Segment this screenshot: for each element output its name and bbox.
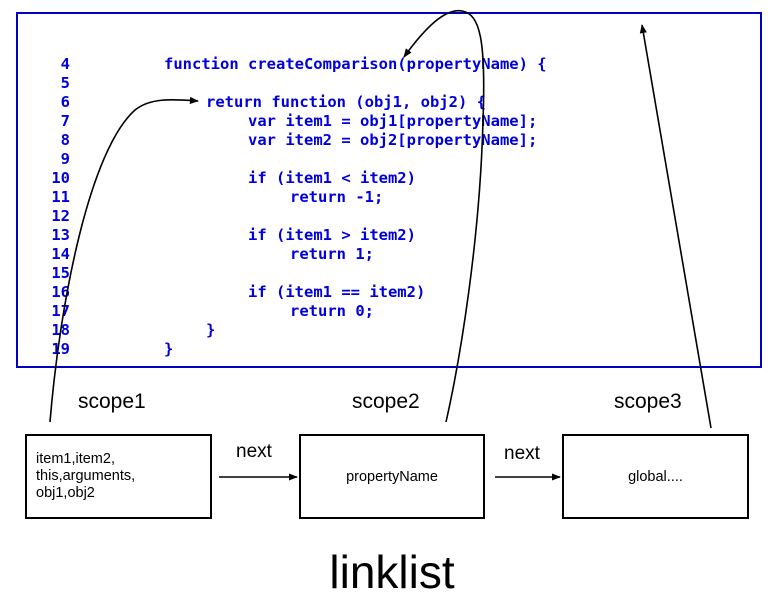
scope1-node: item1,item2, this,arguments, obj1,obj2 (25, 434, 212, 519)
code-line: 18 } (0, 321, 760, 340)
code-line: 9 (0, 150, 760, 169)
code-line: 11 return -1; (0, 188, 760, 207)
line-number: 10 (51, 169, 70, 187)
line-text: if (item1 < item2) (248, 169, 416, 187)
line-text: return 1; (290, 245, 374, 263)
scope1-var-line: this,arguments, (36, 468, 136, 484)
line-number: 11 (51, 188, 70, 206)
line-text: function createComparison(propertyName) … (164, 55, 547, 73)
line-number: 17 (51, 302, 70, 320)
line-text: return function (obj1, obj2) { (206, 93, 486, 111)
scope3-node: global.... (562, 434, 749, 519)
line-number: 15 (51, 264, 70, 282)
code-line: 15 (0, 264, 760, 283)
line-number: 9 (60, 150, 70, 168)
next-label: next (236, 441, 272, 462)
line-text: } (206, 321, 216, 339)
line-text: var item2 = obj2[propertyName]; (248, 131, 538, 149)
scope2-label: scope2 (352, 390, 420, 413)
code-line: 6 return function (obj1, obj2) { (0, 93, 760, 112)
code-line: 17 return 0; (0, 302, 760, 321)
code-line: 13 if (item1 > item2) (0, 226, 760, 245)
line-number: 13 (51, 226, 70, 244)
line-number: 12 (51, 207, 70, 225)
scope1-label: scope1 (78, 390, 146, 413)
line-number: 14 (51, 245, 70, 263)
line-number: 18 (51, 321, 70, 339)
scope3-label: scope3 (614, 390, 682, 413)
line-text: if (item1 > item2) (248, 226, 416, 244)
code-line: 5 (0, 74, 760, 93)
next-label: next (504, 443, 540, 464)
scope1-var-line: obj1,obj2 (36, 485, 95, 501)
code-line: 19 } (0, 340, 760, 359)
scope2-var: propertyName (346, 468, 438, 485)
line-number: 5 (60, 74, 70, 92)
code-line: 12 (0, 207, 760, 226)
code-line: 8 var item2 = obj2[propertyName]; (0, 131, 760, 150)
line-number: 7 (60, 112, 70, 130)
code-line: 14 return 1; (0, 245, 760, 264)
code-panel (16, 12, 762, 368)
diagram-caption: linklist (329, 546, 455, 598)
line-number: 16 (51, 283, 70, 301)
line-text: var item1 = obj1[propertyName]; (248, 112, 538, 130)
line-number: 6 (60, 93, 70, 111)
line-text: if (item1 == item2) (248, 283, 426, 301)
code-line: 4 function createComparison(propertyName… (0, 55, 760, 74)
line-number: 19 (51, 340, 70, 358)
scope3-var: global.... (628, 468, 683, 485)
line-number: 4 (60, 55, 70, 73)
line-text: return 0; (290, 302, 374, 320)
line-number: 8 (60, 131, 70, 149)
scope2-node: propertyName (299, 434, 485, 519)
scope1-var-line: item1,item2, (36, 451, 115, 467)
code-line: 7 var item1 = obj1[propertyName]; (0, 112, 760, 131)
line-text: return -1; (290, 188, 384, 206)
line-text: } (164, 340, 174, 358)
code-line: 16 if (item1 == item2) (0, 283, 760, 302)
code-line: 10 if (item1 < item2) (0, 169, 760, 188)
